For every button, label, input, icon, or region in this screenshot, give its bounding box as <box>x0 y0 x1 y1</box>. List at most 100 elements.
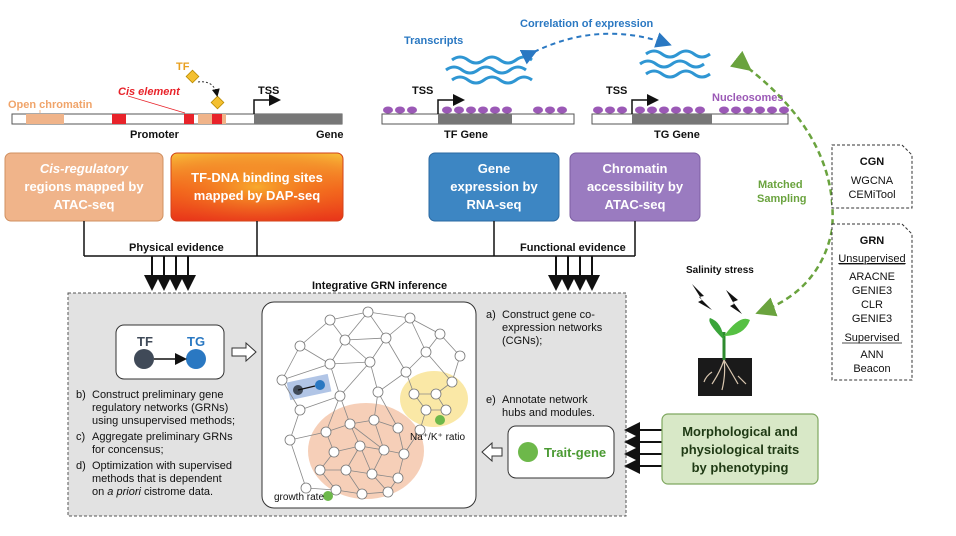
svg-text:Optimization with supervised: Optimization with supervised <box>92 460 232 472</box>
tf-binding-arrow <box>197 81 220 97</box>
svg-text:Annotate network: Annotate network <box>502 394 588 406</box>
cis-pointer-line <box>127 95 186 114</box>
network-edge <box>409 317 441 335</box>
nucleosome <box>395 106 405 114</box>
nucleosome <box>719 106 729 114</box>
nucleosome <box>466 106 476 114</box>
network-node <box>380 332 392 344</box>
tf-tg-edge <box>297 385 316 391</box>
network-edge <box>299 345 331 365</box>
network-node <box>294 340 306 352</box>
svg-text:c): c) <box>76 431 85 443</box>
unsupervised-heading: Unsupervised <box>838 253 905 265</box>
network-edge <box>339 361 371 397</box>
nucleosome <box>490 106 500 114</box>
network-node <box>398 448 410 460</box>
promoter-label: Promoter <box>130 129 180 141</box>
physical-evidence-label: Physical evidence <box>129 242 224 254</box>
network-node <box>330 484 342 496</box>
open-chromatin-label: Open chromatin <box>8 99 93 111</box>
network-node <box>344 418 356 430</box>
svg-text:methods that is dependent: methods that is dependent <box>92 473 222 485</box>
cis-element-label: Cis element <box>118 86 181 98</box>
cgn-methods-box: CGN WGCNA CEMiTool <box>831 144 913 209</box>
network-node <box>300 482 312 494</box>
tf-gene-label: TF Gene <box>444 129 488 141</box>
network-edge <box>325 395 341 433</box>
network-edge <box>349 423 385 451</box>
network-edge <box>289 439 307 489</box>
svg-text:b): b) <box>76 389 86 401</box>
phenotype-line-3: by phenotyping <box>692 460 789 475</box>
tg-node-label: TG <box>187 334 205 349</box>
network-edge <box>329 311 369 321</box>
network-node <box>404 312 416 324</box>
nucleosome <box>731 106 741 114</box>
network-node <box>314 464 326 476</box>
network-edge <box>299 395 341 411</box>
grn-title: GRN <box>860 235 885 247</box>
supervised-heading: Supervised <box>844 332 899 344</box>
step-b: b) Construct preliminary gene regulatory… <box>76 389 235 427</box>
phenotype-box: Morphological and physiological traits b… <box>661 413 819 485</box>
trait-gene-label: Trait-gene <box>544 445 606 460</box>
dap-line-1: TF-DNA binding sites <box>191 170 323 185</box>
nucleosome <box>545 106 555 114</box>
tg-gene-schematic <box>591 94 789 125</box>
network-nodes <box>276 306 466 501</box>
tss-arrow <box>253 94 281 114</box>
promoter-schematic <box>11 69 343 125</box>
lightning-icon <box>692 284 742 314</box>
network-node <box>454 350 466 362</box>
network-edge <box>344 339 371 363</box>
nak-trait-node <box>435 415 445 425</box>
nucleosomes-tg-gene <box>593 106 789 114</box>
nucleosome <box>683 106 693 114</box>
nucleosome <box>659 106 669 114</box>
tf-diamond-bound <box>210 95 225 110</box>
atac-cis-line-3: ATAC-seq <box>54 197 115 212</box>
network-node <box>372 386 384 398</box>
nucleosome <box>383 106 393 114</box>
nucleosomes-label: Nucleosomes <box>712 92 784 104</box>
svg-text:(CGNs);: (CGNs); <box>502 335 542 347</box>
chromatin-line-1: Chromatin <box>603 161 668 176</box>
atac-cis-line-2: regions mapped by <box>24 179 144 194</box>
cgn-title: CGN <box>860 156 885 168</box>
network-edge <box>367 311 411 319</box>
network-node <box>440 404 452 416</box>
gene-body <box>254 114 342 124</box>
nucleosome <box>755 106 765 114</box>
network-node <box>446 376 458 388</box>
network-edge <box>344 311 369 341</box>
cis-element-box <box>112 114 126 124</box>
grn-methods-box: GRN Unsupervised ARACNE GENIE3 CLR GENIE… <box>831 223 913 381</box>
tss-arrow <box>631 94 659 114</box>
rna-line-1: Gene <box>478 161 511 176</box>
network-edge <box>377 391 399 429</box>
svg-text:Construct preliminary gene: Construct preliminary gene <box>92 389 223 401</box>
network-node <box>366 468 378 480</box>
network-edge <box>281 345 301 381</box>
network-node <box>420 404 432 416</box>
svg-text:Construct gene co-: Construct gene co- <box>502 309 595 321</box>
svg-text:on a priori cistrome data.: on a priori cistrome data. <box>92 486 213 498</box>
nucleosome <box>605 106 615 114</box>
plant-icon <box>698 318 752 396</box>
nucleosome <box>454 106 464 114</box>
down-arrows-right <box>548 256 600 291</box>
network-node <box>382 486 394 498</box>
step-e: e) Annotate network hubs and modules. <box>486 394 595 419</box>
network-node <box>320 426 332 438</box>
open-chromatin-region <box>26 114 64 124</box>
step-d: d) Optimization with supervised methods … <box>76 460 232 498</box>
network-node <box>328 446 340 458</box>
svg-text:using unsupervised methods;: using unsupervised methods; <box>92 415 235 427</box>
tf-diamond <box>185 69 200 84</box>
nucleosome <box>635 106 645 114</box>
network-edge <box>299 319 331 347</box>
down-arrows-left <box>144 256 196 291</box>
nucleosome <box>779 106 789 114</box>
panel-title: Integrative GRN inference <box>312 280 447 292</box>
network-node <box>392 472 404 484</box>
